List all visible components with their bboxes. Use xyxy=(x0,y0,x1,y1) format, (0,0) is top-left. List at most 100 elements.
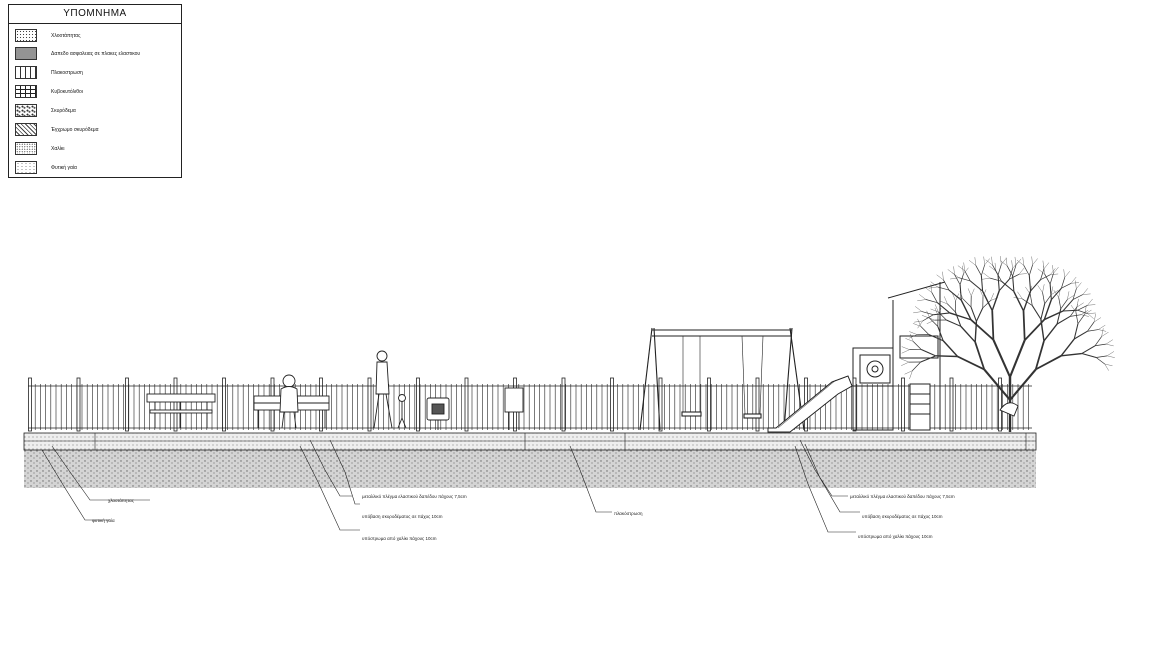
tree-branch xyxy=(1087,312,1096,314)
tree-branch xyxy=(1082,288,1088,295)
tree-branch xyxy=(920,355,936,363)
tree-branch xyxy=(948,289,962,301)
tree-branch xyxy=(1028,264,1033,276)
legend-label: Πλακοστρωση xyxy=(51,69,83,76)
annotation-6: πλακόστρωση xyxy=(614,510,643,516)
fence-post xyxy=(125,377,129,432)
tree-branch xyxy=(1056,315,1071,325)
tree-branch xyxy=(1076,302,1084,308)
legend-swatch xyxy=(15,29,37,42)
leader-lines xyxy=(41,439,860,533)
fence-post xyxy=(173,377,178,432)
tree-branch xyxy=(1044,273,1051,285)
tree-branch xyxy=(1014,256,1017,266)
tree-branch xyxy=(997,264,1002,276)
tree-branch xyxy=(930,284,933,293)
tree-branch xyxy=(1012,275,1015,292)
tree-branch xyxy=(1034,340,1045,370)
tree-branch xyxy=(1098,329,1107,332)
tree-branch xyxy=(1006,265,1013,277)
legend: ΥΠΟΜΝΗΜΑ Χλοοτάπητας Δαπεδο ασφαλειας σε… xyxy=(8,4,182,178)
fence-post xyxy=(416,377,420,432)
tree-branch xyxy=(904,370,913,375)
tree-branch xyxy=(971,288,975,297)
fence-post xyxy=(561,377,566,432)
tree-branch xyxy=(995,270,1002,282)
tree-branch xyxy=(983,368,1011,401)
tree-branch xyxy=(1081,353,1097,359)
tree-branch xyxy=(1013,291,1025,312)
annotation-3: υπόβαση σκυροδέματος σε πάχος 10cm xyxy=(362,513,443,519)
tree-branch xyxy=(1062,309,1078,312)
tree-branch xyxy=(919,294,927,300)
tree-branch xyxy=(1061,277,1066,289)
tree-branch xyxy=(912,323,921,327)
tree-branch xyxy=(920,326,930,335)
tree-branch xyxy=(1009,339,1026,378)
tree-branch xyxy=(1084,309,1092,315)
tree-branch xyxy=(901,361,910,366)
legend-item: Δαπεδο ασφαλειας σε πλακες ελαστικου xyxy=(15,47,161,60)
fence-post xyxy=(464,377,469,432)
tree-branch xyxy=(926,316,935,321)
tree-branch xyxy=(1087,298,1093,306)
tree-branch xyxy=(917,320,923,329)
tree-branch xyxy=(1071,282,1079,284)
tree-branch xyxy=(942,340,959,357)
tree-branch xyxy=(951,272,959,278)
legend-label: Δαπεδο ασφαλειας σε πλακες ελαστικου xyxy=(51,50,141,57)
tree-branch xyxy=(1050,273,1059,275)
legend-swatch xyxy=(15,66,37,79)
tree-branch xyxy=(954,311,962,327)
ground-soil xyxy=(24,450,1036,488)
tree-branch xyxy=(928,333,944,342)
tree-branch xyxy=(950,277,959,280)
tree-branch xyxy=(1042,284,1045,293)
tree-branch xyxy=(1042,292,1045,305)
tree-branch xyxy=(1058,289,1061,298)
legend-item: Χλοοτάπητας xyxy=(15,29,161,42)
tree-branch xyxy=(1095,357,1105,365)
legend-swatch xyxy=(15,142,37,155)
tree-branch xyxy=(1017,291,1023,299)
tree xyxy=(901,256,1115,432)
tree-branch xyxy=(1040,274,1051,280)
legend-label: Έγχρωμο σκυρόδεμα xyxy=(51,126,99,133)
annotation-9: υπόστρωμα από χαλίκι πάχους 10cm xyxy=(858,533,933,539)
tree-branch xyxy=(1061,352,1082,357)
legend-swatch xyxy=(15,104,37,117)
tree-branch xyxy=(1087,304,1096,306)
tree-branch xyxy=(938,311,947,321)
tree-branch xyxy=(1043,323,1058,342)
legend-label: Κυβοκυτόλιθοι xyxy=(51,88,83,95)
tree-branch xyxy=(1043,299,1053,320)
fence-post xyxy=(998,377,1002,432)
tree-branch xyxy=(964,270,971,282)
tree-branch xyxy=(962,265,964,275)
tree-branch xyxy=(968,260,976,266)
tree-branch xyxy=(994,262,997,272)
tree-branch xyxy=(1094,343,1106,347)
tree-branch xyxy=(930,308,939,313)
legend-swatch xyxy=(15,47,37,60)
tree-branch xyxy=(957,355,985,371)
tree-branch xyxy=(1022,290,1032,312)
tree-branch xyxy=(1008,268,1013,280)
tree-branch xyxy=(1070,304,1077,313)
legend-label: Σκυρόδεμα xyxy=(51,107,76,114)
play-tower xyxy=(852,281,946,431)
tree-branch xyxy=(1009,273,1020,280)
tree-branch xyxy=(1051,290,1059,295)
tree-branch xyxy=(1062,299,1074,312)
legend-item: Φυτική γαία xyxy=(15,161,161,174)
legend-title: ΥΠΟΜΝΗΜΑ xyxy=(9,5,181,24)
tree-branch xyxy=(1049,284,1052,300)
tree-branch xyxy=(1013,297,1023,300)
tree-branch xyxy=(960,325,976,343)
tree-branch xyxy=(954,274,961,285)
tree-branch xyxy=(901,358,910,363)
tree-branch xyxy=(1053,266,1059,274)
tree-branch xyxy=(981,264,986,276)
tree-branch xyxy=(937,302,951,314)
